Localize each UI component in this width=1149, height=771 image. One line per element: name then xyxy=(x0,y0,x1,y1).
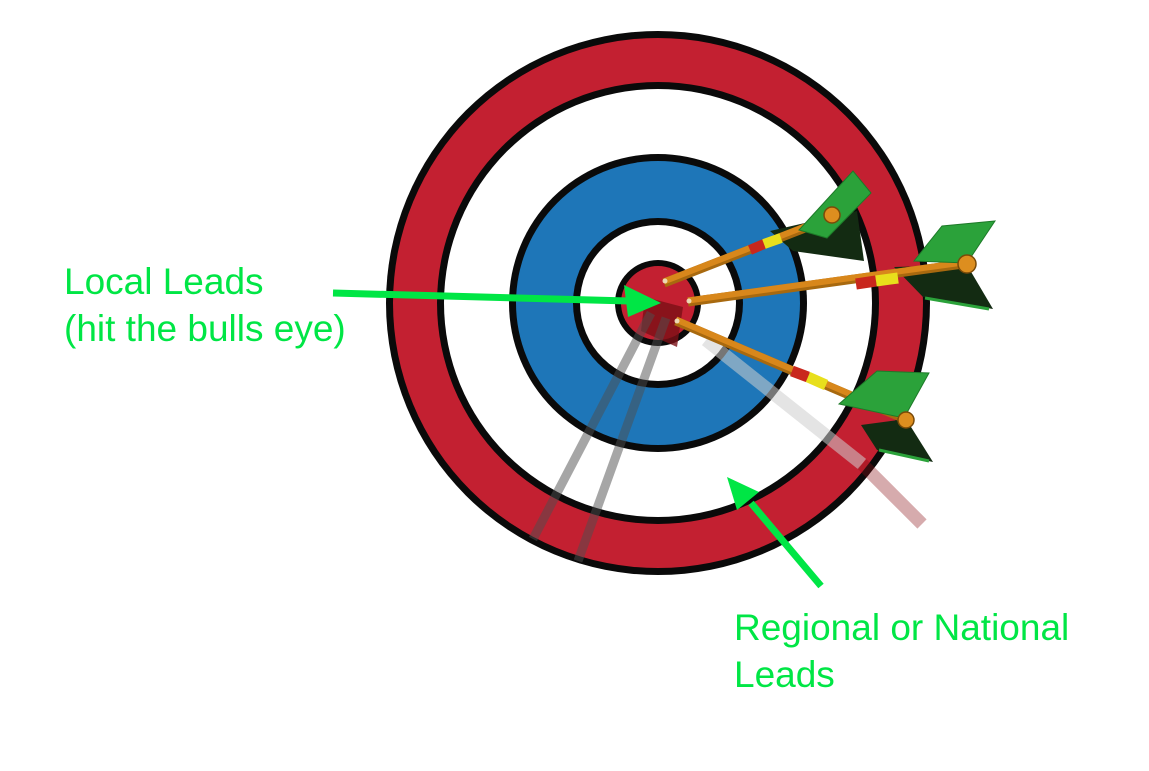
regional-leads-pointer-line xyxy=(748,500,824,589)
arrow-middle-nock xyxy=(957,254,977,274)
regional-leads-label-line1: Regional or National xyxy=(734,607,1070,648)
arrow-shadow-soft-band xyxy=(701,334,867,470)
arrow-bottom-fletching-dark-vane xyxy=(861,419,933,462)
arrow-top-red-band xyxy=(748,239,766,255)
arrow-bottom-nock xyxy=(897,411,915,429)
local-leads-pointer-arrow xyxy=(332,285,661,317)
arrow-middle-shaft-highlight xyxy=(687,259,964,304)
arrow-shadows xyxy=(529,297,927,563)
arrow-middle-yellow-band xyxy=(875,272,899,287)
arrow-middle-fletching-bright-vane xyxy=(912,220,996,264)
local-leads-label: Local Leads (hit the bulls eye) xyxy=(64,258,346,352)
regional-leads-pointer-head xyxy=(727,477,759,510)
arrow-middle-fletching-edge xyxy=(924,296,990,311)
arrow-top xyxy=(662,170,872,288)
arrow-middle-tip-glint xyxy=(686,298,692,304)
arrow-top-fletching-bright-vane xyxy=(798,170,872,239)
arrow-bottom-fletching-edge xyxy=(878,448,930,463)
regional-leads-label: Regional or National Leads xyxy=(734,604,1069,698)
arrow-shadow-on-red-ring xyxy=(857,459,927,529)
arrow-top-yellow-band xyxy=(762,233,783,249)
local-leads-label-line2: (hit the bulls eye) xyxy=(64,308,346,349)
arrow-bottom-yellow-band xyxy=(805,371,829,391)
arrow-bottom-tip-glint xyxy=(674,318,680,324)
local-leads-label-line1: Local Leads xyxy=(64,261,264,302)
arrow-middle-red-band xyxy=(855,275,877,290)
arrow-middle xyxy=(686,220,996,311)
regional-leads-pointer-arrow xyxy=(727,477,824,589)
arrow-bottom-red-band xyxy=(790,365,810,383)
regional-leads-label-line2: Leads xyxy=(734,654,835,695)
local-leads-pointer-line xyxy=(332,289,630,305)
arrow-bottom xyxy=(674,316,933,463)
arrow-shadow-line-left xyxy=(529,310,655,542)
arrow-bottom-fletching-bright-vane xyxy=(837,370,930,419)
arrow-middle-fletching-dark-vane xyxy=(894,265,993,309)
arrow-top-tip-glint xyxy=(662,278,668,284)
arrow-top-nock xyxy=(823,206,841,224)
local-leads-pointer-head xyxy=(624,285,661,317)
arrow-shadow-line-right xyxy=(573,316,671,563)
